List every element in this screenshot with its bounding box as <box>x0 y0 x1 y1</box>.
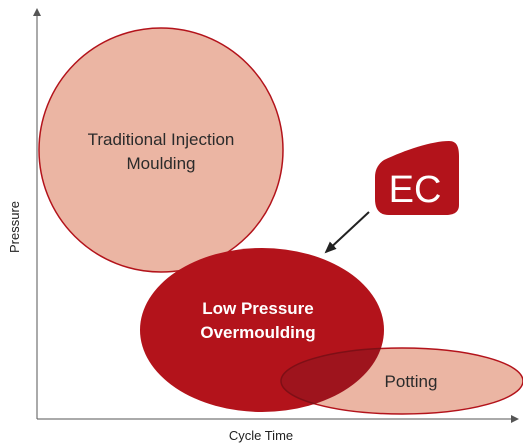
traditional-label-line1: Traditional Injection <box>88 130 235 149</box>
low-pressure-label-line1: Low Pressure <box>202 299 314 318</box>
x-axis-title: Cycle Time <box>229 428 293 443</box>
potting-label: Potting <box>385 372 438 391</box>
traditional-injection-moulding-region <box>38 27 284 273</box>
y-axis-title: Pressure <box>7 201 22 253</box>
ec-logo-badge <box>375 141 459 215</box>
ec-logo-text: EC <box>389 169 442 211</box>
ec-logo: EC <box>375 141 459 215</box>
pointer-arrow <box>324 211 370 254</box>
low-pressure-label-line2: Overmoulding <box>200 323 315 342</box>
traditional-label-line2: Moulding <box>127 154 196 173</box>
